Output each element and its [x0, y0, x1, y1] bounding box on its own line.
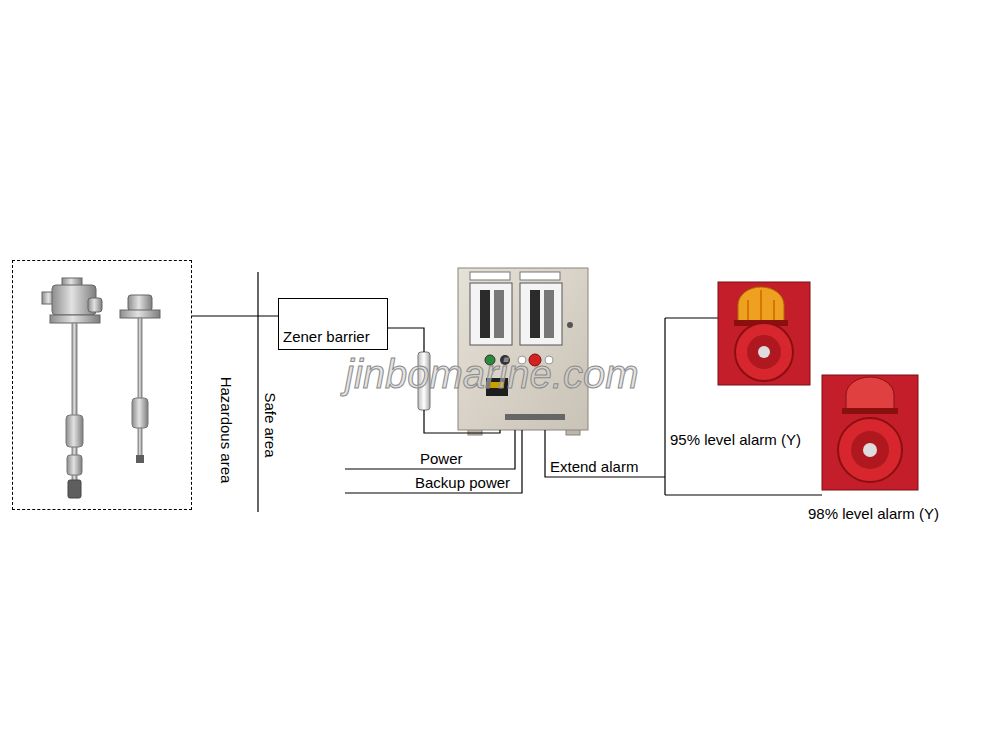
float-sensor	[120, 310, 160, 318]
alarm-beacon	[748, 290, 774, 320]
control-panel	[470, 272, 510, 280]
float-sensor	[67, 455, 82, 475]
control-panel	[544, 290, 554, 338]
float-sensor	[132, 398, 148, 428]
signal-wire	[664, 318, 665, 495]
control-panel	[505, 414, 565, 420]
alarm-beacon	[822, 375, 918, 490]
float-sensor	[68, 480, 81, 498]
float-sensor	[136, 455, 144, 463]
signal-wire	[545, 430, 665, 477]
control-panel	[480, 290, 490, 338]
zener-barrier-box: Zener barrier	[278, 298, 388, 350]
float-sensor	[128, 295, 152, 311]
area-divider	[257, 272, 258, 512]
watermark: jinbomarine.com	[345, 352, 638, 396]
control-panel	[458, 268, 588, 430]
signal-wire	[424, 410, 500, 433]
wire-label: Backup power	[415, 474, 510, 491]
alarm-beacon	[851, 431, 889, 469]
alarm-beacon	[846, 377, 894, 410]
control-panel	[520, 272, 560, 280]
control-panel	[530, 290, 540, 338]
signal-wire	[665, 494, 822, 495]
signal-wire	[345, 430, 515, 469]
alarm-beacon	[747, 335, 781, 369]
signal-wire	[665, 317, 718, 318]
control-panel	[567, 322, 573, 328]
node-text: Zener barrier	[283, 328, 370, 345]
alarm-beacon	[863, 443, 877, 457]
signal-wire	[345, 318, 822, 495]
control-panel	[458, 268, 588, 435]
alarm-label: 95% level alarm (Y)	[670, 431, 801, 448]
alarm-beacon	[842, 408, 898, 414]
alarm-beacon	[718, 282, 810, 385]
float-sensor	[138, 318, 142, 458]
control-panel	[520, 283, 562, 345]
alarm-beacon	[822, 375, 918, 490]
float-sensor	[120, 295, 160, 463]
connector-line	[192, 315, 278, 316]
float-sensor	[88, 298, 102, 312]
alarm-beacon	[735, 323, 793, 381]
alarm-label: 98% level alarm (Y)	[808, 505, 939, 522]
wire-label: Extend alarm	[550, 458, 638, 475]
float-sensor	[50, 315, 100, 323]
area-label: Safe area	[263, 392, 278, 457]
float-sensor	[66, 415, 83, 447]
signal-wire	[345, 430, 522, 493]
alarm-beacon	[738, 287, 784, 322]
control-panel	[470, 283, 512, 345]
float-sensor	[42, 278, 102, 498]
alarm-beacon	[758, 346, 770, 358]
wire-label: Power	[420, 450, 463, 467]
hazardous-region: Hazardous area	[12, 260, 192, 510]
alarm-beacon	[838, 418, 902, 482]
signal-wire	[388, 328, 424, 352]
node-text: Hazardous area	[219, 377, 234, 484]
control-panel	[494, 290, 504, 338]
alarm-beacon	[718, 282, 810, 385]
